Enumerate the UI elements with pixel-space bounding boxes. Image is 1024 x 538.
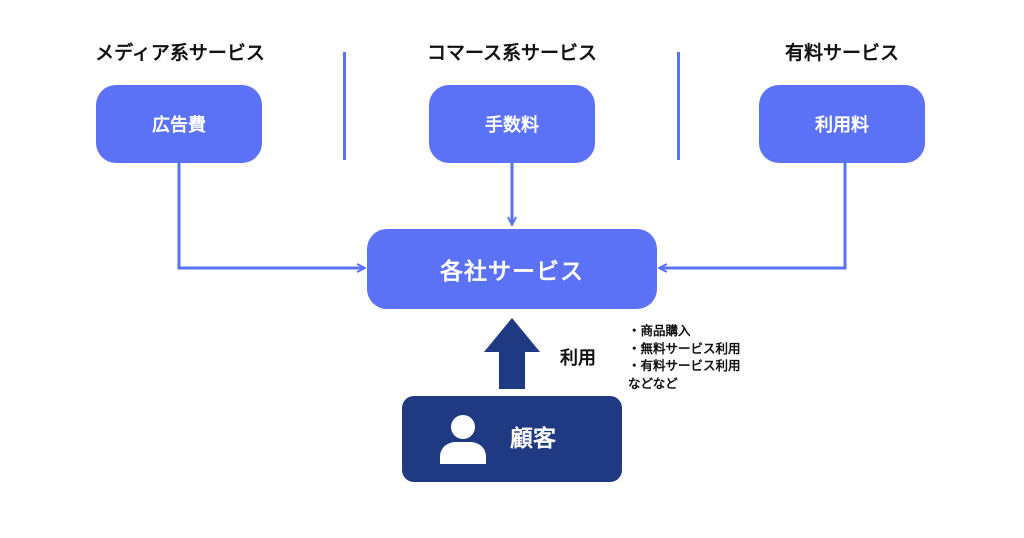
revenue-box-ad-fee: 広告費: [96, 85, 262, 163]
note-item: などなど: [628, 375, 678, 391]
column-title-commerce: コマース系サービス: [426, 42, 598, 64]
note-item: ・有料サービス利用: [628, 358, 741, 373]
user-icon: [440, 415, 486, 464]
revenue-box-commission: 手数料: [429, 85, 595, 163]
note-item: ・商品購入: [628, 323, 691, 338]
usage-arrow: [484, 318, 540, 389]
column-divider-left: [343, 52, 346, 160]
revenue-box-usage-fee: 利用料: [759, 85, 925, 163]
center-service-box: 各社サービス: [367, 229, 657, 309]
customer-box: 顧客: [402, 396, 622, 482]
column-divider-right: [677, 52, 680, 160]
customer-label: 顧客: [510, 426, 556, 452]
connector-ad-revenue: [177, 163, 364, 268]
connector-usage-fee: [660, 163, 847, 268]
column-title-paid: 有料サービス: [784, 42, 899, 64]
usage-notes: ・商品購入 ・無料サービス利用 ・有料サービス利用 などなど: [628, 322, 741, 392]
note-item: ・無料サービス利用: [628, 340, 741, 356]
usage-label: 利用: [560, 348, 596, 369]
column-title-media: メディア系サービス: [95, 42, 265, 64]
